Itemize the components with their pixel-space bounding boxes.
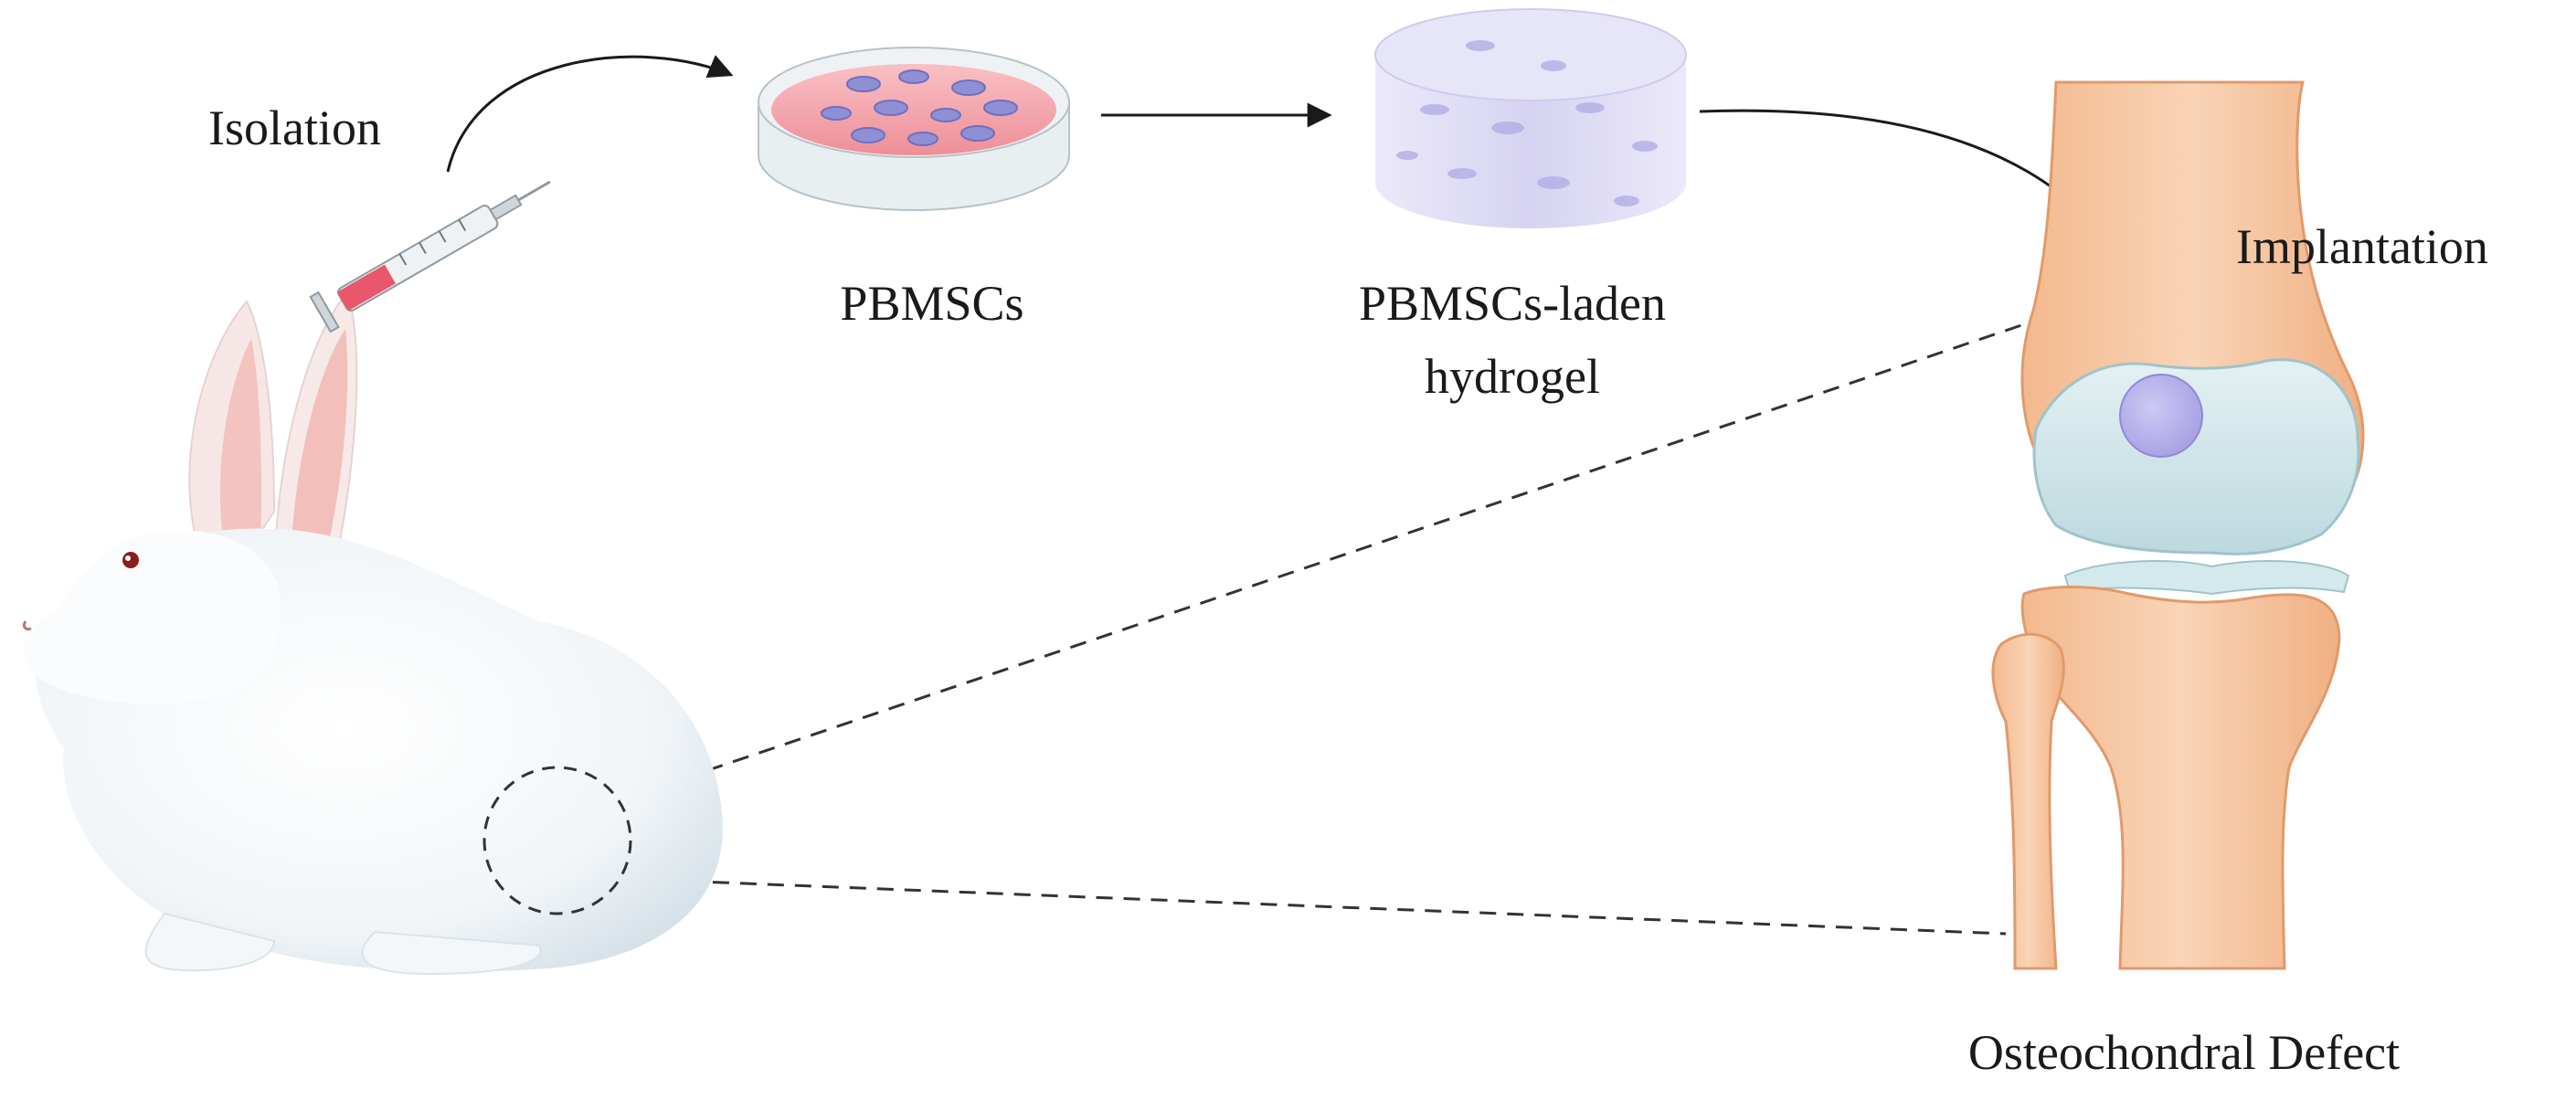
hydrogel-label-line1: PBMSCs-laden (1358, 276, 1667, 331)
defect-site-circle (482, 766, 632, 915)
hydrogel-cylinder-icon (1374, 8, 1687, 228)
pbmscs-label: PBMSCs (840, 276, 1024, 331)
implantation-label: Implantation (2236, 219, 2488, 274)
zoom-line-lower (630, 877, 2007, 936)
isolation-arrow (446, 55, 734, 173)
defect-label: Osteochondral Defect (1967, 1025, 2401, 1080)
syringe-icon (309, 180, 551, 333)
implant-hydrogel-circle (2119, 374, 2203, 458)
zoom-line-upper (602, 323, 2025, 808)
petri-dish-icon (758, 47, 1070, 211)
rabbit-illustration (22, 290, 723, 976)
isolation-label: Isolation (208, 100, 381, 155)
knee-joint-illustration (1991, 80, 2365, 970)
hydrogel-label-line2: hydrogel (1425, 349, 1600, 404)
